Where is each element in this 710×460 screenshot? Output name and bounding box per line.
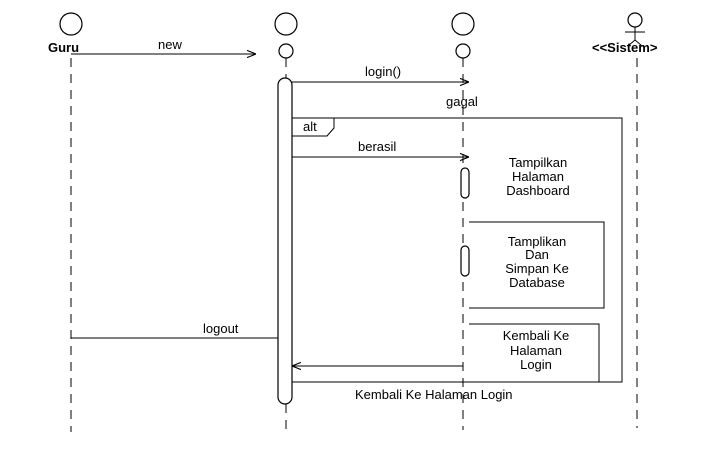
note-dashboard: Tampilkan Halaman Dashboard (506, 155, 570, 198)
note-dashboard-line-2: Halaman (512, 169, 564, 184)
lifeline-object-3 (451, 12, 475, 430)
note-kembali-line-1: Kembali Ke (503, 328, 569, 343)
alt-fragment-frame (291, 117, 623, 383)
alt-fragment: alt (291, 117, 623, 383)
message-new: new (71, 37, 256, 54)
guru-actor-icon (59, 12, 83, 36)
object-2-head-icon (274, 12, 298, 36)
message-login: login() (292, 64, 469, 82)
object-3-instance-icon (455, 43, 471, 59)
lifeline-guru-label: Guru (48, 40, 79, 55)
lifeline-sistem: <<Sistem> (592, 12, 658, 428)
object-2-instance-icon (278, 43, 294, 59)
object-2-activation-bar (277, 77, 293, 405)
alt-fragment-tab (292, 118, 335, 137)
message-berasil-label: berasil (358, 139, 396, 154)
note-kembali-line-3: Login (520, 357, 552, 372)
message-kembali-login-label: Kembali Ke Halaman Login (355, 387, 513, 402)
message-login-label: login() (365, 64, 401, 79)
lifeline-object-2 (274, 12, 298, 432)
object-3-activation-1 (460, 167, 470, 199)
note-simpan-line-3: Simpan Ke (505, 261, 569, 276)
object-3-head-icon (451, 12, 475, 36)
self-message-simpan: Tamplikan Dan Simpan Ke Database (469, 221, 605, 309)
object-3-activation-2 (460, 245, 470, 277)
note-dashboard-line-1: Tampilkan (509, 155, 568, 170)
lifeline-guru: Guru (48, 12, 83, 432)
note-simpan-line-4: Database (509, 275, 565, 290)
self-message-kembali: Kembali Ke Halaman Login (469, 323, 600, 382)
message-gagal-label: gagal (446, 94, 478, 109)
message-berasil: berasil (292, 139, 469, 157)
message-logout: logout (71, 321, 278, 339)
lifeline-sistem-label: <<Sistem> (592, 40, 658, 55)
note-simpan-line-1: Tamplikan (508, 234, 567, 249)
sistem-actor-icon (625, 12, 645, 47)
note-simpan-line-2: Dan (525, 247, 549, 262)
message-new-label: new (158, 37, 182, 52)
note-kembali-line-2: Halaman (510, 343, 562, 358)
alt-fragment-operator: alt (303, 119, 317, 134)
message-logout-label: logout (203, 321, 239, 336)
note-dashboard-line-3: Dashboard (506, 183, 570, 198)
